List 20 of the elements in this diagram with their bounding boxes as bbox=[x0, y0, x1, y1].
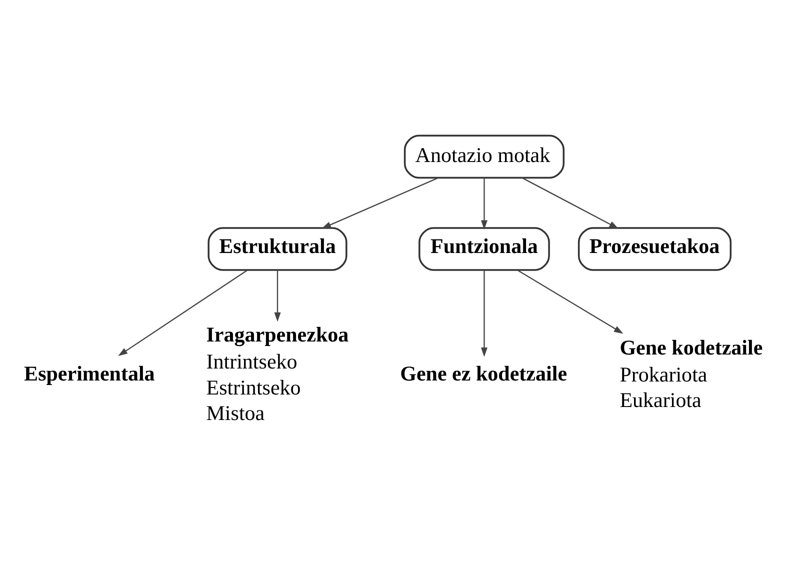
node-label: Estrintseko bbox=[206, 375, 301, 400]
node-label: Eukariota bbox=[620, 388, 702, 412]
node-text: Iragarpenezkoa bbox=[206, 322, 349, 347]
arrow bbox=[322, 177, 439, 229]
node-label: Prokariota bbox=[620, 362, 708, 386]
arrow bbox=[480, 178, 488, 230]
node-text: Esperimentala bbox=[24, 361, 155, 386]
node-box: Estrukturala bbox=[208, 227, 348, 271]
node-label: Intrintseko bbox=[206, 350, 298, 374]
node-box: Funtzionala bbox=[418, 227, 550, 271]
arrow bbox=[274, 270, 281, 322]
node-box: Prozesuetakoa bbox=[578, 227, 732, 271]
node-text: Gene kodetzaile bbox=[620, 336, 763, 360]
arrow bbox=[517, 270, 624, 334]
arrow bbox=[522, 177, 619, 229]
node-box: Anotazio motak bbox=[404, 134, 565, 179]
node-text: Gene ez kodetzaile bbox=[400, 361, 568, 386]
arrow bbox=[480, 270, 488, 357]
arrow bbox=[118, 270, 248, 356]
node-label: Mistoa bbox=[206, 400, 265, 425]
